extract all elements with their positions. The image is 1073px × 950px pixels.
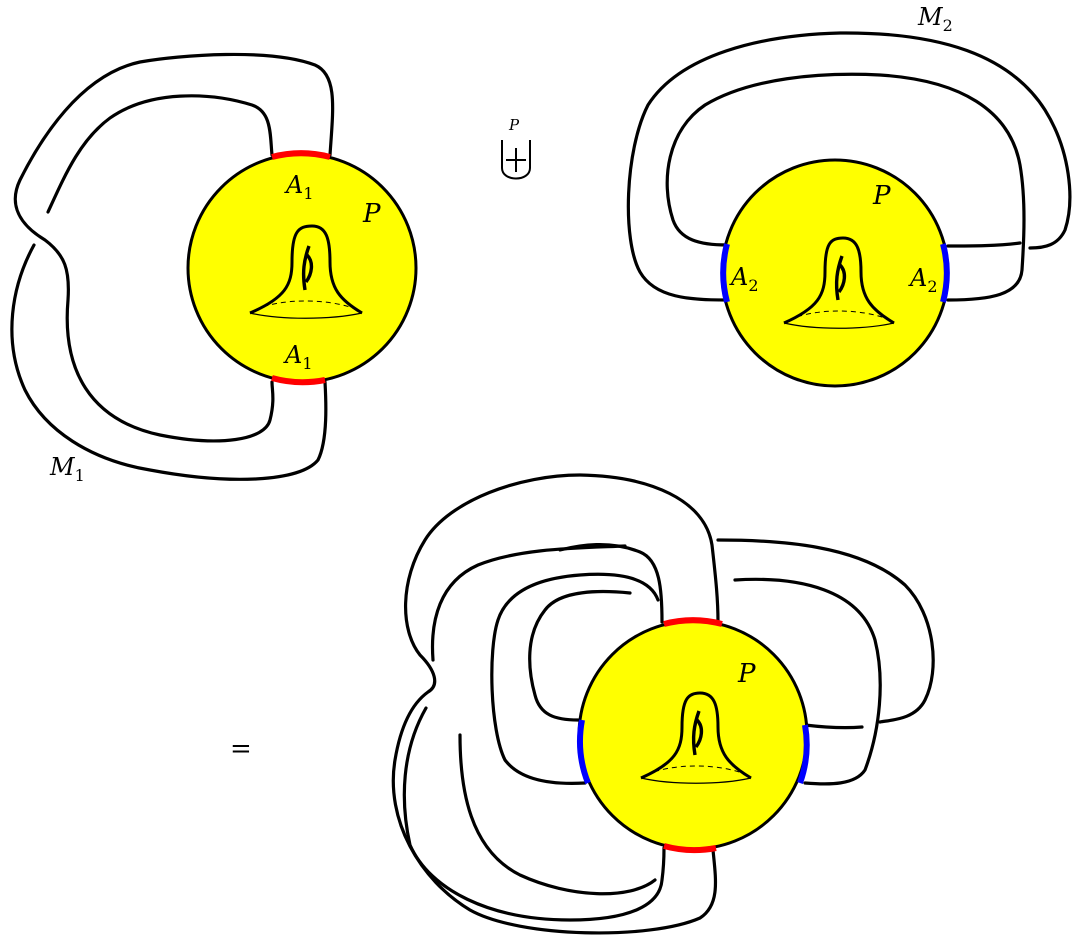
boundary-sum-operator: P bbox=[501, 116, 531, 180]
result-band-left-b bbox=[402, 706, 666, 922]
result-outer-band bbox=[391, 473, 720, 935]
result-outer-band-inner bbox=[558, 543, 664, 624]
arc-a2-result-left bbox=[577, 719, 591, 785]
label-m2: M2 bbox=[917, 3, 953, 35]
m2-inner-band bbox=[665, 72, 1026, 302]
arc-a2-left bbox=[720, 243, 730, 303]
m1-outer-band bbox=[13, 52, 335, 443]
genus-handle-bell-icon bbox=[640, 691, 752, 784]
label-p-result: P bbox=[737, 659, 756, 689]
m1-inner-band bbox=[46, 94, 274, 214]
arc-a1-upper bbox=[271, 150, 331, 160]
label-a1-upper: A1 bbox=[284, 171, 314, 203]
surface-m2: P A2 A2 M2 bbox=[626, 3, 1072, 388]
result-band-left-a bbox=[430, 544, 627, 662]
genus-handle-bell-icon bbox=[249, 224, 363, 319]
arc-a2-right bbox=[940, 243, 950, 303]
arc-a2-result-right bbox=[797, 724, 810, 785]
operator-superscript: P bbox=[508, 116, 520, 134]
result-band-right-c bbox=[803, 723, 864, 730]
operator-plus-icon bbox=[506, 148, 526, 172]
label-a2-right: A2 bbox=[908, 264, 938, 296]
label-p-m1: P bbox=[362, 199, 381, 229]
label-m1: M1 bbox=[49, 453, 85, 485]
label-a2-left: A2 bbox=[729, 263, 759, 295]
arc-a1-result-top bbox=[663, 617, 723, 627]
m2-band-right bbox=[946, 241, 1022, 248]
arc-a1-lower bbox=[271, 375, 326, 386]
result-band-right-b bbox=[733, 577, 882, 786]
arc-a1-result-bottom bbox=[663, 843, 717, 854]
result-band-left-d bbox=[528, 589, 632, 722]
label-p-m2: P bbox=[872, 181, 891, 211]
equals-sign: = bbox=[230, 734, 252, 764]
m2-outer-band bbox=[626, 31, 1072, 302]
operator-cup-icon bbox=[501, 140, 531, 180]
result-band-left-c bbox=[490, 572, 660, 785]
surface-m1: P A1 A1 M1 bbox=[10, 52, 418, 485]
result-band-bottom-left bbox=[458, 733, 657, 896]
m1-inner-band-lower bbox=[10, 243, 328, 481]
surface-result: P bbox=[391, 473, 935, 935]
genus-handle-bell-icon bbox=[783, 236, 895, 329]
label-a1-lower: A1 bbox=[283, 341, 313, 373]
result-band-right-a bbox=[716, 538, 935, 724]
